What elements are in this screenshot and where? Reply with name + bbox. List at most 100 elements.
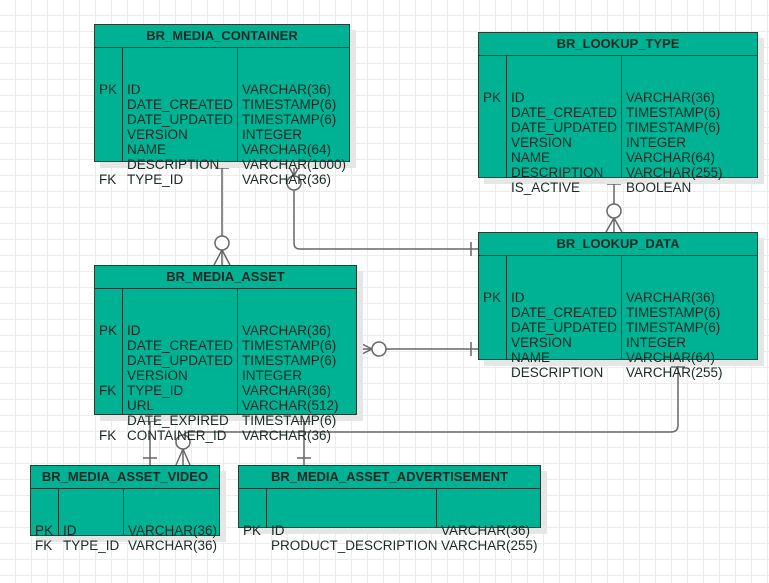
key-label	[483, 335, 506, 350]
column-type: VARCHAR(36)	[441, 523, 531, 538]
column-name: DESCRIPTION	[127, 157, 220, 172]
key-label	[99, 142, 122, 157]
key-label	[99, 368, 122, 383]
column-name: DESCRIPTION	[511, 165, 604, 180]
column-type: INTEGER	[242, 368, 303, 383]
key-label	[483, 105, 506, 120]
column-name: ID	[271, 523, 285, 538]
type-column: VARCHAR(36)VARCHAR(255)	[437, 489, 538, 553]
column-name: VERSION	[127, 127, 188, 142]
entity-title: BR_MEDIA_ASSET_VIDEO	[31, 466, 219, 489]
type-column: VARCHAR(36)TIMESTAMP(6)TIMESTAMP(6)INTEG…	[238, 48, 346, 187]
column-type: VARCHAR(36)	[242, 172, 332, 187]
column-type: TIMESTAMP(6)	[626, 120, 721, 135]
connector-lookuptype-lookupdata[interactable]	[605, 177, 623, 233]
column-name: DESCRIPTION	[511, 365, 604, 380]
column-type: VARCHAR(36)	[128, 538, 218, 553]
key-label: PK	[99, 82, 118, 97]
type-column: VARCHAR(36)VARCHAR(36)	[124, 489, 218, 553]
key-label	[483, 320, 506, 335]
connector-lookupdata-asset[interactable]	[355, 340, 478, 358]
column-name: DATE_CREATED	[127, 338, 234, 353]
column-name: ID	[511, 90, 525, 105]
column-name: VERSION	[511, 335, 572, 350]
column-name: VERSION	[127, 368, 188, 383]
type-column: VARCHAR(36)TIMESTAMP(6)TIMESTAMP(6)INTEG…	[622, 56, 723, 195]
connector-lookupdata-container[interactable]	[285, 160, 478, 256]
column-type: TIMESTAMP(6)	[242, 97, 337, 112]
key-label	[99, 127, 122, 142]
column-name: URL	[127, 398, 155, 413]
column-name: CONTAINER_ID	[127, 428, 227, 443]
connector-container-asset[interactable]	[213, 161, 231, 266]
column-type: INTEGER	[626, 135, 687, 150]
key-column: PK	[479, 256, 507, 359]
entity-title: BR_MEDIA_ASSET_ADVERTISEMENT	[239, 466, 540, 489]
key-label	[99, 338, 122, 353]
column-name: DATE_UPDATED	[511, 120, 618, 135]
key-column: PK	[479, 56, 507, 177]
column-type: VARCHAR(36)	[626, 290, 716, 305]
column-name: ID	[511, 290, 525, 305]
key-label	[99, 398, 122, 413]
column-type: BOOLEAN	[626, 180, 692, 195]
column-type: VARCHAR(36)	[242, 82, 332, 97]
column-name: IS_ACTIVE	[511, 180, 581, 195]
key-label	[99, 112, 122, 127]
key-column: PK FK FK	[95, 289, 123, 443]
key-label	[99, 353, 122, 368]
key-label: PK	[483, 290, 502, 305]
key-label: FK	[99, 428, 117, 443]
key-label: PK	[243, 523, 262, 538]
key-label	[483, 165, 506, 180]
column-type: VARCHAR(512)	[242, 398, 339, 413]
key-label: PK	[35, 523, 54, 538]
column-type: VARCHAR(64)	[242, 142, 332, 157]
column-type: VARCHAR(36)	[242, 428, 332, 443]
type-column: VARCHAR(36)TIMESTAMP(6)TIMESTAMP(6)INTEG…	[238, 289, 339, 443]
column-name: TYPE_ID	[63, 538, 120, 553]
key-label: PK	[483, 90, 502, 105]
column-name: DATE_UPDATED	[127, 112, 234, 127]
column-type: VARCHAR(36)	[128, 523, 218, 538]
key-label	[483, 350, 506, 365]
type-column: VARCHAR(36)TIMESTAMP(6)TIMESTAMP(6)INTEG…	[622, 256, 723, 380]
key-label: PK	[99, 323, 118, 338]
column-type: VARCHAR(36)	[242, 323, 332, 338]
relationship-connectors	[143, 160, 685, 466]
entity-title: BR_MEDIA_CONTAINER	[95, 25, 349, 48]
key-label	[99, 97, 122, 112]
column-name: DATE_UPDATED	[127, 353, 234, 368]
column-name: ID	[127, 323, 141, 338]
connector-asset-video[interactable]	[143, 414, 157, 465]
column-name: VERSION	[511, 135, 572, 150]
connector-asset-advertisement[interactable]	[297, 414, 311, 465]
key-label	[243, 538, 266, 553]
column-type: VARCHAR(255)	[626, 165, 723, 180]
connector-lookupdata-video[interactable]	[175, 359, 685, 466]
column-type: TIMESTAMP(6)	[626, 105, 721, 120]
column-name: PRODUCT_DESCRIPTION	[271, 538, 438, 553]
column-name: TYPE_ID	[127, 383, 184, 398]
column-type: VARCHAR(64)	[626, 350, 716, 365]
key-label	[99, 157, 122, 172]
key-label: FK	[99, 383, 117, 398]
column-name: ID	[127, 82, 141, 97]
column-type: TIMESTAMP(6)	[242, 413, 337, 428]
key-label	[99, 413, 122, 428]
key-label	[483, 120, 506, 135]
